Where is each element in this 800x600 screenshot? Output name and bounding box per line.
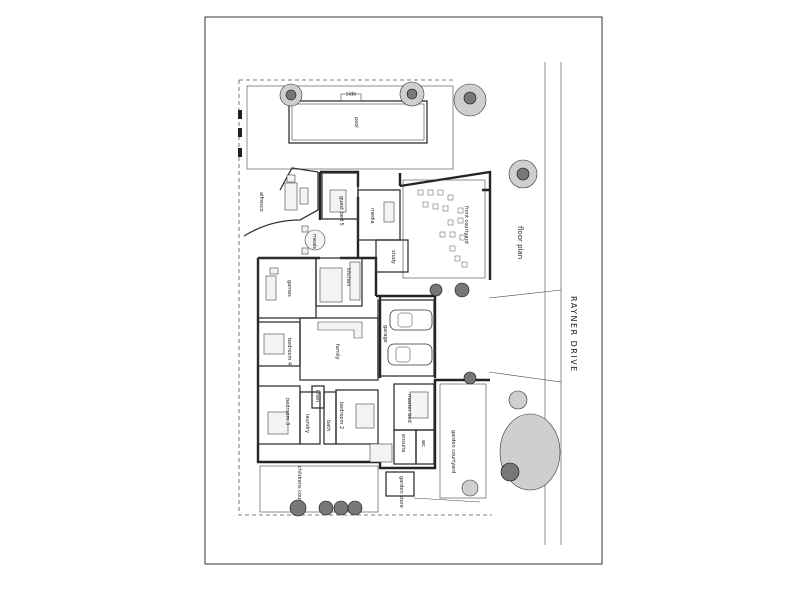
childrens-courtyard-label: childrens courtyard — [296, 466, 302, 514]
front-courtyard-area — [402, 179, 486, 279]
alfresco-outline — [243, 167, 319, 237]
garden-courtyard-area — [439, 383, 487, 499]
garden-courtyard-label: garden courtyard — [450, 430, 456, 473]
kitchen-bench — [349, 261, 361, 301]
games-label: games — [286, 280, 292, 297]
tree-icon — [508, 390, 528, 410]
guest-bed-label: guest bed 5 — [338, 196, 344, 226]
family-label: family — [334, 344, 340, 359]
pool-deck — [246, 85, 454, 170]
tree-icon — [318, 500, 334, 516]
bedroom4-bed — [263, 333, 285, 355]
master-bed — [409, 391, 429, 419]
wc-room — [415, 429, 435, 465]
meals-table — [304, 229, 326, 251]
bedroom2-room — [335, 389, 379, 445]
post — [238, 110, 242, 119]
kitchen-label: kitchen — [345, 268, 351, 286]
laundry-label: laundry — [304, 414, 310, 433]
street-name: RAYNER DRIVE — [569, 296, 578, 373]
pool-label: pool — [353, 117, 359, 128]
laundry-room — [299, 391, 321, 445]
tree-icon — [499, 413, 561, 491]
wc-label: wc — [420, 440, 426, 447]
meals-chair — [301, 225, 309, 233]
pool-side-step — [340, 93, 362, 102]
courtyard-pavers — [417, 189, 468, 268]
bedroom4-room — [257, 321, 301, 367]
side-wall — [413, 497, 481, 503]
alfresco-label: alfresco — [258, 192, 264, 212]
bedroom2-bed — [355, 403, 375, 429]
road-verge-1 — [488, 289, 562, 299]
front-courtyard-label: front courtyard — [463, 206, 469, 244]
post — [238, 128, 242, 137]
bedroom2-label: bedroom 2 — [338, 402, 344, 429]
meals-label: meals — [311, 234, 317, 249]
media-sofa — [383, 201, 395, 223]
tree-icon — [429, 283, 443, 297]
garage-label: garage — [382, 325, 388, 343]
bedroom3-label: bedroom 3 — [284, 398, 290, 425]
pool — [288, 100, 428, 144]
car-icon — [389, 309, 433, 331]
master-bed-label: master bed — [406, 394, 412, 423]
lot-boundary — [238, 79, 492, 516]
tree-icon — [399, 81, 425, 107]
kitchen-island — [319, 267, 343, 303]
tree-icon — [279, 83, 303, 107]
garden-store-label: garden store — [398, 476, 404, 508]
floor-plan-heading: floor plan — [516, 226, 524, 259]
ensuite-label: ensuite — [400, 434, 406, 452]
tree-icon — [289, 499, 307, 517]
side-label: side — [346, 92, 356, 98]
media-label: media — [369, 208, 375, 224]
games-sofa — [265, 275, 277, 301]
meals-chair — [301, 247, 309, 255]
pool-inner — [291, 103, 425, 141]
tree-icon — [333, 500, 349, 516]
lounge-chair — [286, 174, 296, 183]
tree-icon — [347, 500, 363, 516]
ensuite-vanity — [369, 443, 393, 463]
post — [238, 148, 242, 157]
games-room — [257, 257, 317, 319]
car-icon — [387, 343, 433, 366]
bath-label: bath — [325, 420, 331, 431]
tree-icon — [463, 371, 477, 385]
garden-store-room — [385, 471, 415, 497]
tree-icon — [508, 159, 538, 189]
games-chair — [269, 267, 279, 275]
tree-icon — [453, 83, 487, 117]
guest-bed — [329, 189, 347, 213]
tree-icon — [454, 282, 470, 298]
road-verge-2 — [488, 371, 562, 383]
tree-icon — [461, 479, 479, 497]
bedroom4-label: bedroom 4 — [286, 338, 292, 365]
bedroom3-bed — [267, 411, 289, 435]
family-sofa — [317, 321, 363, 339]
linen-label: linen — [314, 390, 320, 402]
childrens-courtyard-area — [259, 465, 379, 513]
lounge-table — [299, 187, 309, 205]
study-label: study — [390, 250, 396, 264]
lounge-sofa — [284, 182, 298, 211]
study-room — [375, 239, 409, 273]
